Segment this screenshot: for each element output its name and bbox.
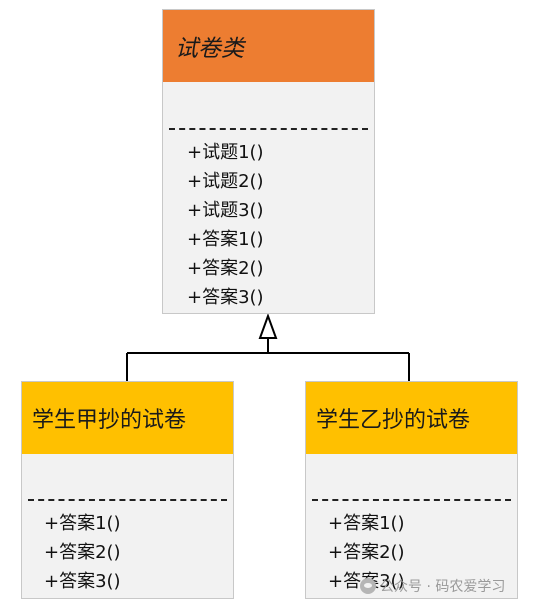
watermark: 公众号 · 码农爱学习 <box>360 576 505 596</box>
subclass-header-a: 学生甲抄的试卷 <box>22 382 233 454</box>
wechat-icon <box>360 578 376 594</box>
method-item: +答案1() <box>328 513 405 534</box>
method-item: +答案2() <box>328 542 405 563</box>
method-item: +答案3() <box>187 287 264 308</box>
watermark-text: 公众号 · 码农爱学习 <box>380 579 506 595</box>
method-item: +答案2() <box>187 258 264 279</box>
method-item: +试题3() <box>187 200 264 221</box>
base-class-divider <box>169 128 368 130</box>
subclass-name-a: 学生甲抄的试卷 <box>32 408 187 433</box>
subclass-box-b: 学生乙抄的试卷 +答案1() +答案2() +答案3() <box>305 381 518 599</box>
subclass-header-b: 学生乙抄的试卷 <box>306 382 517 454</box>
method-item: +试题1() <box>187 142 264 163</box>
subclass-divider-a <box>28 499 227 501</box>
subclass-box-a: 学生甲抄的试卷 +答案1() +答案2() +答案3() <box>21 381 234 599</box>
method-item: +答案2() <box>44 542 121 563</box>
base-class-name: 试卷类 <box>175 36 244 62</box>
base-class-box: 试卷类 +试题1() +试题2() +试题3() +答案1() +答案2() +… <box>162 9 375 314</box>
method-item: +答案1() <box>44 513 121 534</box>
subclass-divider-b <box>312 499 511 501</box>
inheritance-arrowhead <box>258 313 278 339</box>
base-class-header: 试卷类 <box>163 10 374 82</box>
subclass-name-b: 学生乙抄的试卷 <box>316 408 471 433</box>
method-item: +答案1() <box>187 229 264 250</box>
method-item: +答案3() <box>44 571 121 592</box>
method-item: +试题2() <box>187 171 264 192</box>
